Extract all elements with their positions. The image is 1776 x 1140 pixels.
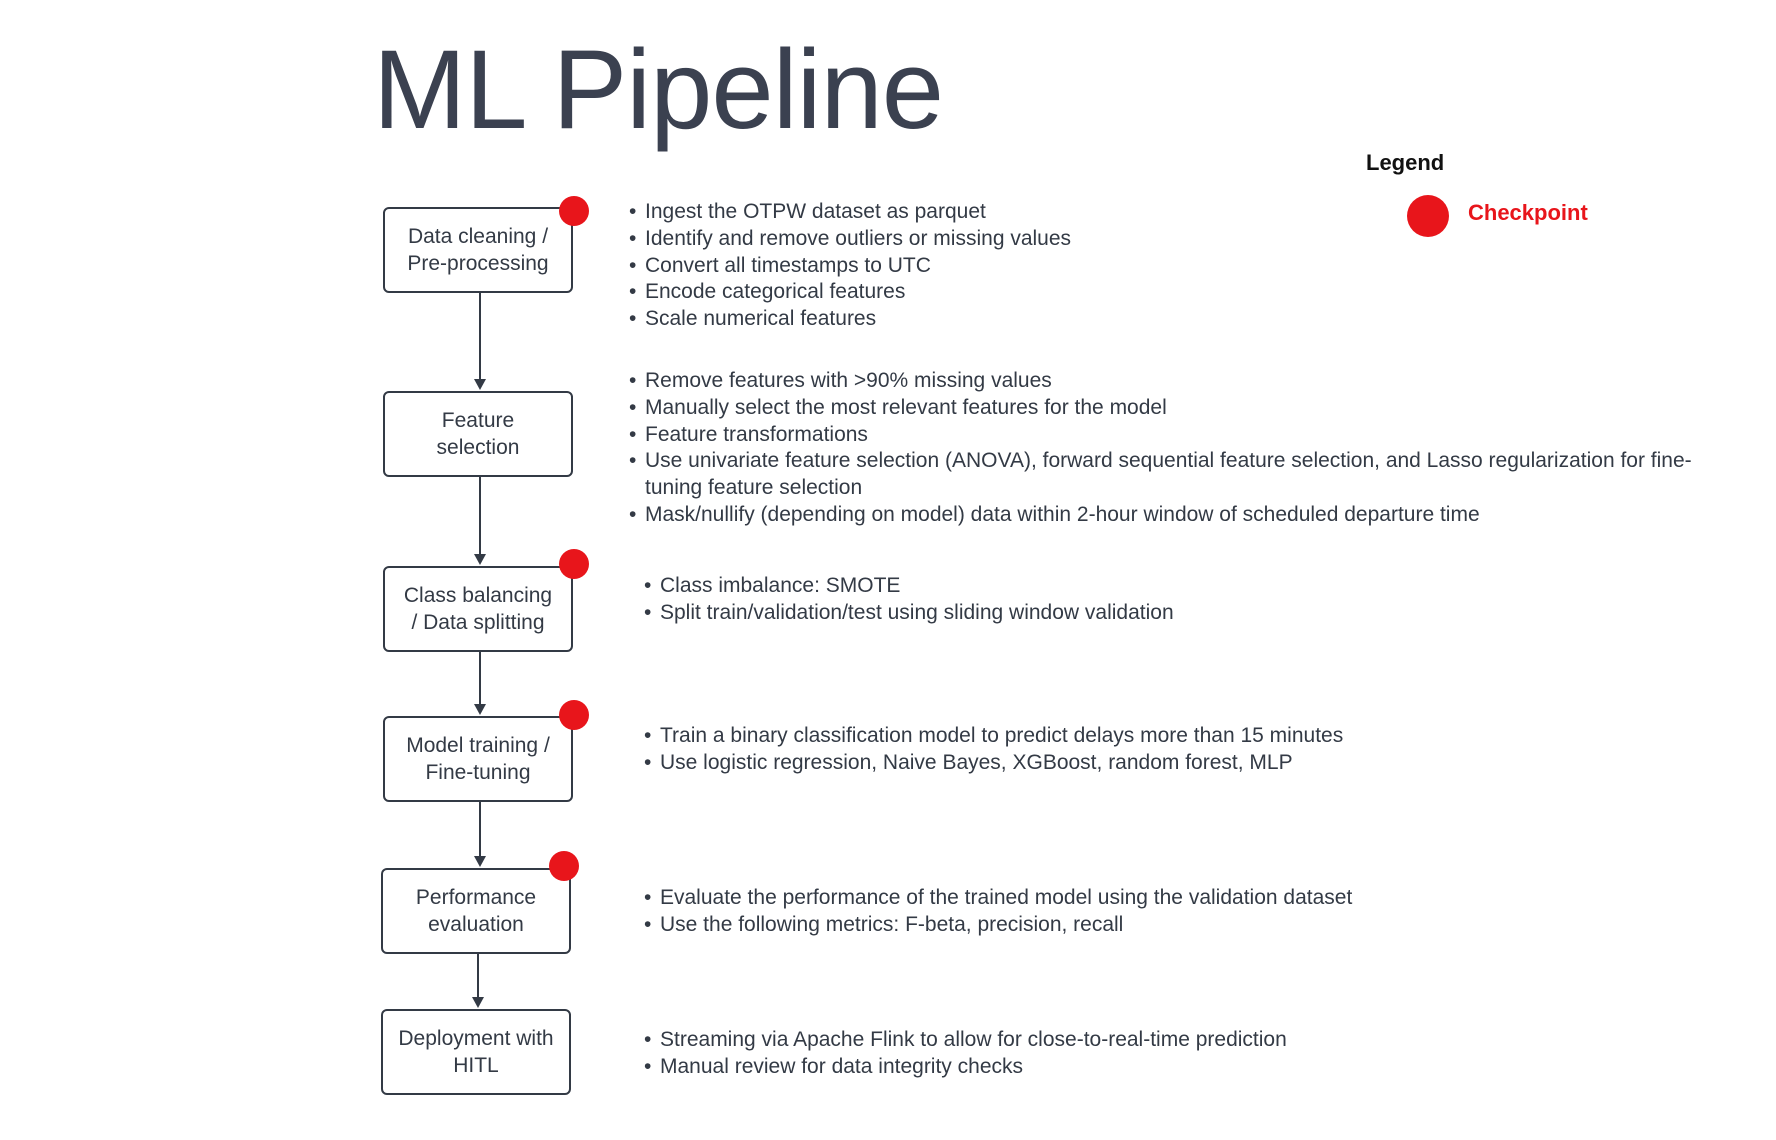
step-bullets-feature-selection: Remove features with >90% missing values… <box>629 368 1729 529</box>
step-bullets-deployment: Streaming via Apache Flink to allow for … <box>644 1027 1744 1081</box>
bullet-item: Use univariate feature selection (ANOVA)… <box>629 448 1729 502</box>
step-box-class-balancing: Class balancing / Data splitting <box>383 566 573 652</box>
page-title: ML Pipeline <box>373 27 944 152</box>
bullet-item: Encode categorical features <box>629 279 1749 306</box>
bullet-item: Identify and remove outliers or missing … <box>629 226 1749 253</box>
bullet-item: Use the following metrics: F-beta, preci… <box>644 912 1744 939</box>
bullet-item: Feature transformations <box>629 422 1729 449</box>
step-box-deployment: Deployment with HITL <box>381 1009 571 1095</box>
step-box-model-training: Model training / Fine-tuning <box>383 716 573 802</box>
step-box-data-cleaning: Data cleaning / Pre-processing <box>383 207 573 293</box>
bullet-item: Streaming via Apache Flink to allow for … <box>644 1027 1744 1054</box>
bullet-item: Scale numerical features <box>629 306 1749 333</box>
flow-arrow <box>475 293 485 390</box>
legend-title: Legend <box>1366 150 1445 175</box>
bullet-item: Train a binary classification model to p… <box>644 723 1744 750</box>
bullet-item: Split train/validation/test using slidin… <box>644 600 1744 627</box>
bullet-item: Convert all timestamps to UTC <box>629 253 1749 280</box>
bullet-item: Manual review for data integrity checks <box>644 1054 1744 1081</box>
step-label: Feature selection <box>436 409 520 459</box>
step-label: Performance evaluation <box>415 886 537 936</box>
checkpoint-marker-icon <box>559 549 589 579</box>
step-box-performance-evaluation: Performance evaluation <box>381 868 571 954</box>
step-label: Data cleaning / Pre-processing <box>407 225 549 275</box>
bullet-item: Use logistic regression, Naive Bayes, XG… <box>644 750 1744 777</box>
bullet-item: Evaluate the performance of the trained … <box>644 885 1744 912</box>
checkpoint-marker-icon <box>559 196 589 226</box>
step-bullets-performance-evaluation: Evaluate the performance of the trained … <box>644 885 1744 939</box>
checkpoint-marker-icon <box>549 851 579 881</box>
bullet-item: Mask/nullify (depending on model) data w… <box>629 502 1729 529</box>
flow-arrow <box>475 477 485 565</box>
step-bullets-data-cleaning: Ingest the OTPW dataset as parquetIdenti… <box>629 199 1749 333</box>
step-label: Class balancing / Data splitting <box>403 584 553 634</box>
bullet-item: Class imbalance: SMOTE <box>644 573 1744 600</box>
bullet-item: Remove features with >90% missing values <box>629 368 1729 395</box>
bullet-item: Ingest the OTPW dataset as parquet <box>629 199 1749 226</box>
step-bullets-class-balancing: Class imbalance: SMOTESplit train/valida… <box>644 573 1744 627</box>
step-label: Model training / Fine-tuning <box>406 734 550 784</box>
checkpoint-marker-icon <box>559 700 589 730</box>
step-box-feature-selection: Feature selection <box>383 391 573 477</box>
flow-arrow <box>475 652 485 715</box>
flow-arrow <box>475 802 485 867</box>
step-label: Deployment with HITL <box>398 1027 554 1077</box>
step-bullets-model-training: Train a binary classification model to p… <box>644 723 1744 777</box>
bullet-item: Manually select the most relevant featur… <box>629 395 1729 422</box>
flow-arrow <box>473 954 483 1008</box>
